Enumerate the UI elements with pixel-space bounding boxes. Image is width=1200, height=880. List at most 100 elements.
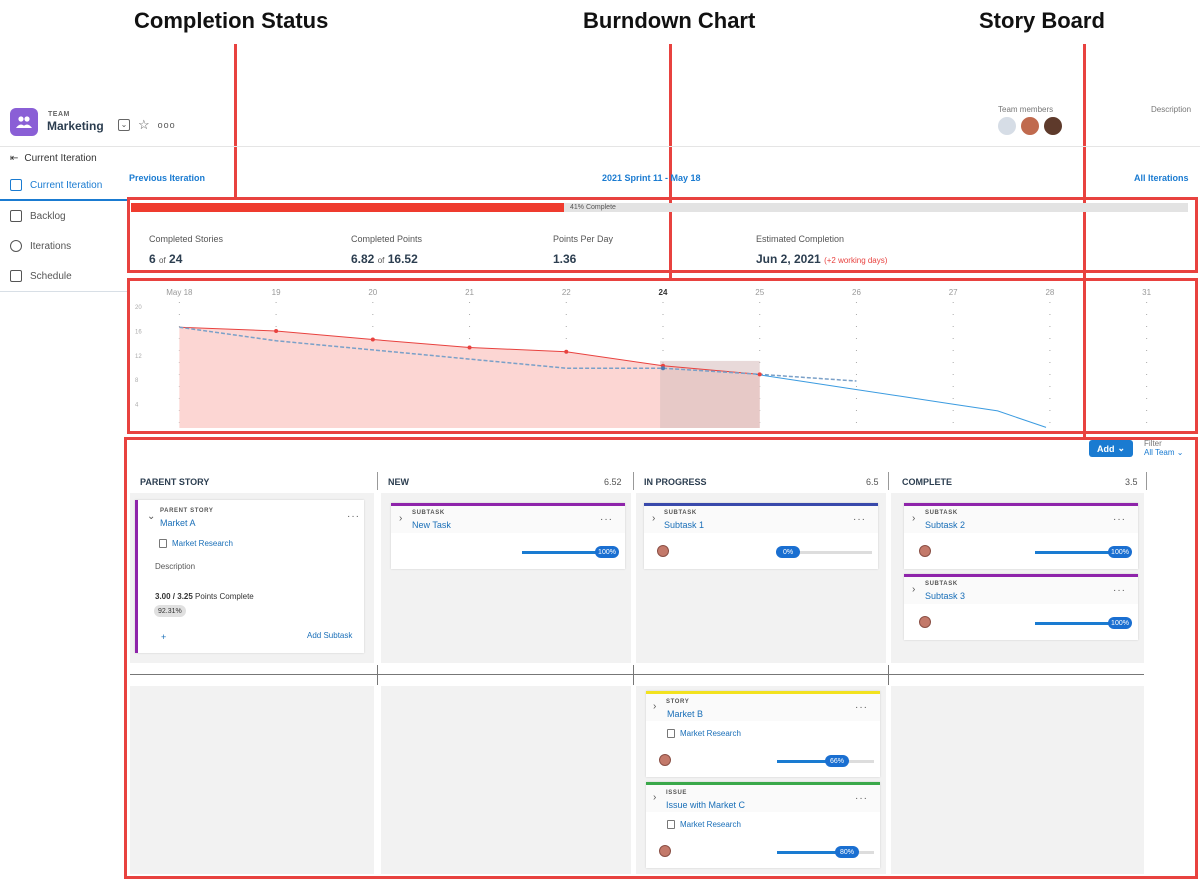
- card-type: SUBTASK: [412, 510, 445, 516]
- progress-fill: [777, 851, 855, 854]
- chevron-right-icon[interactable]: ›: [652, 513, 656, 524]
- progress-badge: 80%: [835, 846, 859, 858]
- task-card-new-task[interactable]: › SUBTASK New Task ··· 100%: [391, 503, 625, 569]
- avatar[interactable]: [659, 754, 671, 766]
- more-options-icon[interactable]: ···: [1113, 514, 1126, 525]
- avatar[interactable]: [997, 116, 1017, 136]
- previous-iteration-link[interactable]: Previous Iteration: [129, 173, 206, 183]
- card-title[interactable]: Market A: [160, 518, 196, 528]
- chevron-down-icon[interactable]: ⌄: [118, 119, 130, 131]
- annotation-story-board: Story Board: [979, 8, 1105, 33]
- header-divider: [0, 146, 1200, 147]
- chevron-down-icon: ⌄: [1117, 443, 1126, 453]
- filter-value: All Team: [1144, 448, 1175, 457]
- stat-label: Completed Stories: [149, 234, 224, 244]
- task-card-subtask-3[interactable]: › SUBTASK Subtask 3 ··· 100%: [904, 574, 1138, 640]
- stat-estimated-completion: Estimated Completion Jun 2, 2021 (+2 wor…: [756, 234, 887, 266]
- description-label[interactable]: Description: [1151, 105, 1192, 114]
- story-card-market-b[interactable]: › STORY Market B ··· Market Research 66%: [646, 691, 880, 777]
- card-title[interactable]: Subtask 2: [925, 520, 966, 530]
- card-title[interactable]: Issue with Market C: [666, 800, 746, 810]
- parent-story-card[interactable]: ⌄ PARENT STORY Market A ··· Market Resea…: [135, 500, 364, 653]
- collapse-icon[interactable]: ⇤: [10, 153, 19, 164]
- swimlane-tick: [377, 665, 378, 685]
- progress-badge: 100%: [595, 546, 619, 558]
- card-color-bar: [646, 782, 880, 785]
- card-header: [646, 785, 880, 812]
- team-members-avatars[interactable]: [997, 116, 1063, 136]
- document-icon: [159, 539, 167, 548]
- avatar[interactable]: [1020, 116, 1040, 136]
- sidebar-collapse[interactable]: ⇤ Current Iteration: [10, 153, 97, 164]
- card-link[interactable]: Market Research: [172, 539, 233, 548]
- filter-dropdown[interactable]: All Team ⌄: [1144, 448, 1183, 457]
- annotation-burndown-chart: Burndown Chart: [583, 8, 756, 33]
- task-card-subtask-2[interactable]: › SUBTASK Subtask 2 ··· 100%: [904, 503, 1138, 569]
- more-options-icon[interactable]: ···: [855, 793, 868, 804]
- progress-bar: [1035, 551, 1131, 554]
- avatar[interactable]: [919, 616, 931, 628]
- add-button[interactable]: Add⌄: [1089, 440, 1133, 457]
- current-iteration-title[interactable]: 2021 Sprint 11 - May 18: [602, 173, 701, 183]
- card-link[interactable]: Market Research: [680, 820, 741, 829]
- chevron-down-icon[interactable]: ⌄: [147, 511, 156, 522]
- completion-percent-label: 41% Complete: [570, 204, 616, 211]
- stat-total: 24: [169, 252, 183, 266]
- sidebar-item-current-iteration[interactable]: Current Iteration: [0, 171, 128, 201]
- stat-total: 16.52: [387, 252, 418, 266]
- progress-badge: 66%: [825, 755, 849, 767]
- chevron-down-icon: ⌄: [1176, 448, 1184, 457]
- avatar[interactable]: [919, 545, 931, 557]
- add-plus-button[interactable]: +: [161, 632, 167, 642]
- more-options-icon[interactable]: ···: [600, 514, 613, 525]
- team-name[interactable]: Marketing: [47, 119, 104, 133]
- avatar[interactable]: [657, 545, 669, 557]
- more-options-icon[interactable]: ···: [347, 511, 360, 522]
- card-color-bar: [644, 503, 878, 506]
- more-options-icon[interactable]: ooo: [157, 120, 176, 130]
- progress-badge: 100%: [1108, 546, 1132, 558]
- chevron-right-icon[interactable]: ›: [399, 513, 403, 524]
- team-label: TEAM: [48, 111, 70, 118]
- column-header-parent-story: PARENT STORY: [140, 477, 210, 487]
- card-title[interactable]: Subtask 3: [925, 591, 966, 601]
- more-options-icon[interactable]: ···: [853, 514, 866, 525]
- points-suffix: Points Complete: [195, 592, 254, 601]
- issue-card-market-c[interactable]: › ISSUE Issue with Market C ··· Market R…: [646, 782, 880, 868]
- card-color-bar: [904, 574, 1138, 577]
- chevron-right-icon[interactable]: ›: [653, 701, 657, 712]
- all-iterations-link[interactable]: All Iterations: [1134, 173, 1189, 183]
- chevron-right-icon[interactable]: ›: [912, 584, 916, 595]
- chevron-right-icon[interactable]: ›: [912, 513, 916, 524]
- today-band: [660, 360, 760, 428]
- avatar[interactable]: [659, 845, 671, 857]
- swimlane-divider: [130, 674, 1144, 675]
- card-title[interactable]: Market B: [667, 709, 704, 719]
- more-options-icon[interactable]: ···: [855, 702, 868, 713]
- sidebar-item-schedule[interactable]: Schedule: [0, 261, 128, 291]
- progress-bar: [522, 551, 618, 554]
- sidebar-item-iterations[interactable]: Iterations: [0, 231, 128, 261]
- chevron-right-icon[interactable]: ›: [653, 792, 657, 803]
- card-title[interactable]: Subtask 1: [664, 520, 705, 530]
- card-type: STORY: [666, 699, 690, 705]
- card-title[interactable]: New Task: [412, 520, 451, 530]
- add-button-label: Add: [1096, 443, 1115, 454]
- task-card-subtask-1[interactable]: › SUBTASK Subtask 1 ··· 0%: [644, 503, 878, 569]
- card-link[interactable]: Market Research: [680, 729, 741, 738]
- annotation-pointer-storyboard: [1083, 44, 1086, 440]
- progress-bar: [1035, 622, 1131, 625]
- star-icon[interactable]: ☆: [138, 117, 150, 132]
- x-tick-label: 27: [949, 288, 958, 297]
- lane-new-row2: [381, 686, 631, 874]
- card-type: PARENT STORY: [160, 508, 214, 514]
- more-options-icon[interactable]: ···: [1113, 585, 1126, 596]
- sidebar-item-backlog[interactable]: Backlog: [0, 201, 128, 231]
- x-tick-label: 21: [465, 288, 474, 297]
- sidebar-item-label: Current Iteration: [30, 179, 103, 191]
- add-subtask-link[interactable]: Add Subtask: [307, 631, 353, 640]
- avatar[interactable]: [1043, 116, 1063, 136]
- card-description: Description: [155, 562, 196, 571]
- annotation-pointer-burndown: [669, 44, 672, 280]
- sidebar-top-label: Current Iteration: [24, 153, 97, 164]
